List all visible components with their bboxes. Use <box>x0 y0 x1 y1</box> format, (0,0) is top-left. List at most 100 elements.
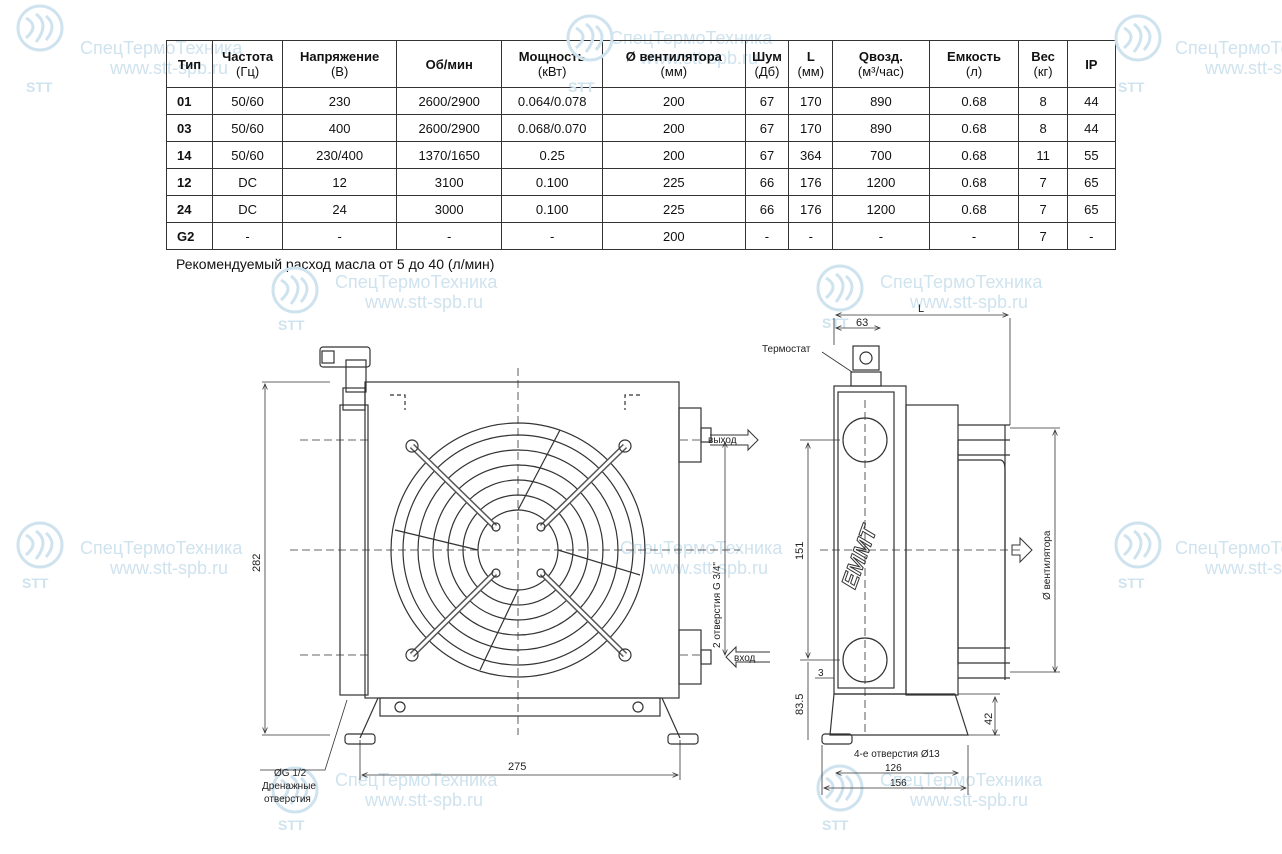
side-view-labels: Термостат 63 L 151 3 83.5 42 4-е отверст… <box>762 303 1053 789</box>
table-cell: 44 <box>1066 114 1117 142</box>
column-header: IP <box>1066 40 1117 88</box>
column-header: Вес(кг) <box>1018 40 1068 88</box>
thermostat-label: Термостат <box>762 344 811 355</box>
svg-text:STT: STT <box>822 817 849 833</box>
column-header-unit: (Гц) <box>236 64 260 79</box>
table-cell: - <box>282 222 398 250</box>
table-cell: 50/60 <box>212 87 284 115</box>
table-cell: 65 <box>1066 168 1117 196</box>
column-header: Мощность(кВт) <box>501 40 604 88</box>
table-cell: 364 <box>788 141 834 169</box>
table-cell: 890 <box>832 87 930 115</box>
column-header-unit: (м³/час) <box>857 64 904 79</box>
brand-mark: EMMT <box>836 521 882 592</box>
table-cell: 2600/2900 <box>396 114 503 142</box>
svg-text:STT: STT <box>22 575 49 591</box>
table-cell: 225 <box>602 195 746 223</box>
svg-text:STT: STT <box>568 79 595 95</box>
svg-text:STT: STT <box>26 79 53 95</box>
table-cell: 700 <box>832 141 930 169</box>
column-header-title: Qвозд. <box>858 49 903 64</box>
dim-151: 151 <box>794 542 806 560</box>
column-header: Напряжение(В) <box>282 40 398 88</box>
dim-3: 3 <box>818 668 824 679</box>
dim-L: L <box>918 303 924 315</box>
table-cell: 67 <box>744 114 790 142</box>
column-header-unit: (мм) <box>660 64 688 79</box>
table-cell: 0.68 <box>928 141 1020 169</box>
table-cell: 0.68 <box>928 195 1020 223</box>
table-cell: - <box>501 222 604 250</box>
column-header-unit: (мм) <box>797 64 825 79</box>
drain-label-1: ØG 1/2 <box>274 768 307 779</box>
column-header: Емкость(л) <box>928 40 1020 88</box>
drain-label-2: Дренажные <box>262 781 316 792</box>
table-cell: 1370/1650 <box>396 141 503 169</box>
holes-label: 4-е отверстия Ø13 <box>854 749 940 760</box>
column-header-title: Шум <box>752 49 782 64</box>
dim-126: 126 <box>885 763 902 774</box>
dim-83-5: 83.5 <box>794 694 806 715</box>
watermark-logos <box>16 4 1162 814</box>
svg-text:STT: STT <box>822 315 849 331</box>
dim-275: 275 <box>508 761 526 773</box>
svg-text:STT: STT <box>1118 575 1145 591</box>
table-cell: DC <box>212 168 284 196</box>
front-view <box>260 346 770 780</box>
inlet-label: вход <box>734 653 756 664</box>
column-header: Qвозд.(м³/час) <box>832 40 930 88</box>
column-header-title: Вес <box>1031 49 1055 64</box>
table-row: G2----200----7- <box>165 222 1117 250</box>
table-cell: - <box>1066 222 1117 250</box>
table-cell: 65 <box>1066 195 1117 223</box>
column-header-unit: (кг) <box>1033 64 1053 79</box>
svg-text:STT: STT <box>1118 79 1145 95</box>
column-header-title: Ø вентилятора <box>625 49 722 64</box>
table-cell: 1200 <box>832 168 930 196</box>
table-cell: 50/60 <box>212 114 284 142</box>
column-header-title: L <box>806 49 815 64</box>
column-header-unit: (В) <box>330 64 349 79</box>
svg-text:STT: STT <box>278 317 305 333</box>
table-cell: 176 <box>788 168 834 196</box>
outlet-label: выход <box>708 435 737 446</box>
table-cell: 0.68 <box>928 87 1020 115</box>
type-cell: G2 <box>165 222 214 250</box>
table-cell: 0.100 <box>501 168 604 196</box>
table-cell: 7 <box>1018 222 1068 250</box>
column-header: Тип <box>165 40 214 88</box>
table-cell: 200 <box>602 87 746 115</box>
table-cell: 67 <box>744 87 790 115</box>
front-view-labels: 282 275 2 отверстия G 3/4" выход вход ØG… <box>251 435 756 805</box>
svg-text:STT: STT <box>278 817 305 833</box>
table-cell: 0.25 <box>501 141 604 169</box>
column-header: Ø вентилятора(мм) <box>602 40 746 88</box>
table-cell: - <box>928 222 1020 250</box>
table-cell: 11 <box>1018 141 1068 169</box>
drain-label-3: отверстия <box>264 794 311 805</box>
column-header-title: Об/мин <box>425 56 473 72</box>
dim-282: 282 <box>251 554 263 572</box>
column-header-title: Мощность <box>518 49 586 64</box>
table-cell: 890 <box>832 114 930 142</box>
column-header-title: Напряжение <box>300 49 380 64</box>
column-header-title: IP <box>1085 56 1098 72</box>
table-cell: 66 <box>744 195 790 223</box>
dim-156: 156 <box>890 778 907 789</box>
column-header-unit: (кВт) <box>537 64 567 79</box>
column-header-title: Тип <box>177 56 202 72</box>
table-cell: 67 <box>744 141 790 169</box>
column-header-title: Емкость <box>947 49 1002 64</box>
column-header-title: Частота <box>222 49 274 64</box>
column-header: Частота(Гц) <box>212 40 284 88</box>
column-header: Об/мин <box>396 40 503 88</box>
table-cell: - <box>788 222 834 250</box>
table-cell: 200 <box>602 222 746 250</box>
oil-flow-note: Рекомендуемый расход масла от 5 до 40 (л… <box>176 256 495 272</box>
ports-label: 2 отверстия G 3/4" <box>712 562 723 648</box>
dim-42: 42 <box>983 713 995 725</box>
